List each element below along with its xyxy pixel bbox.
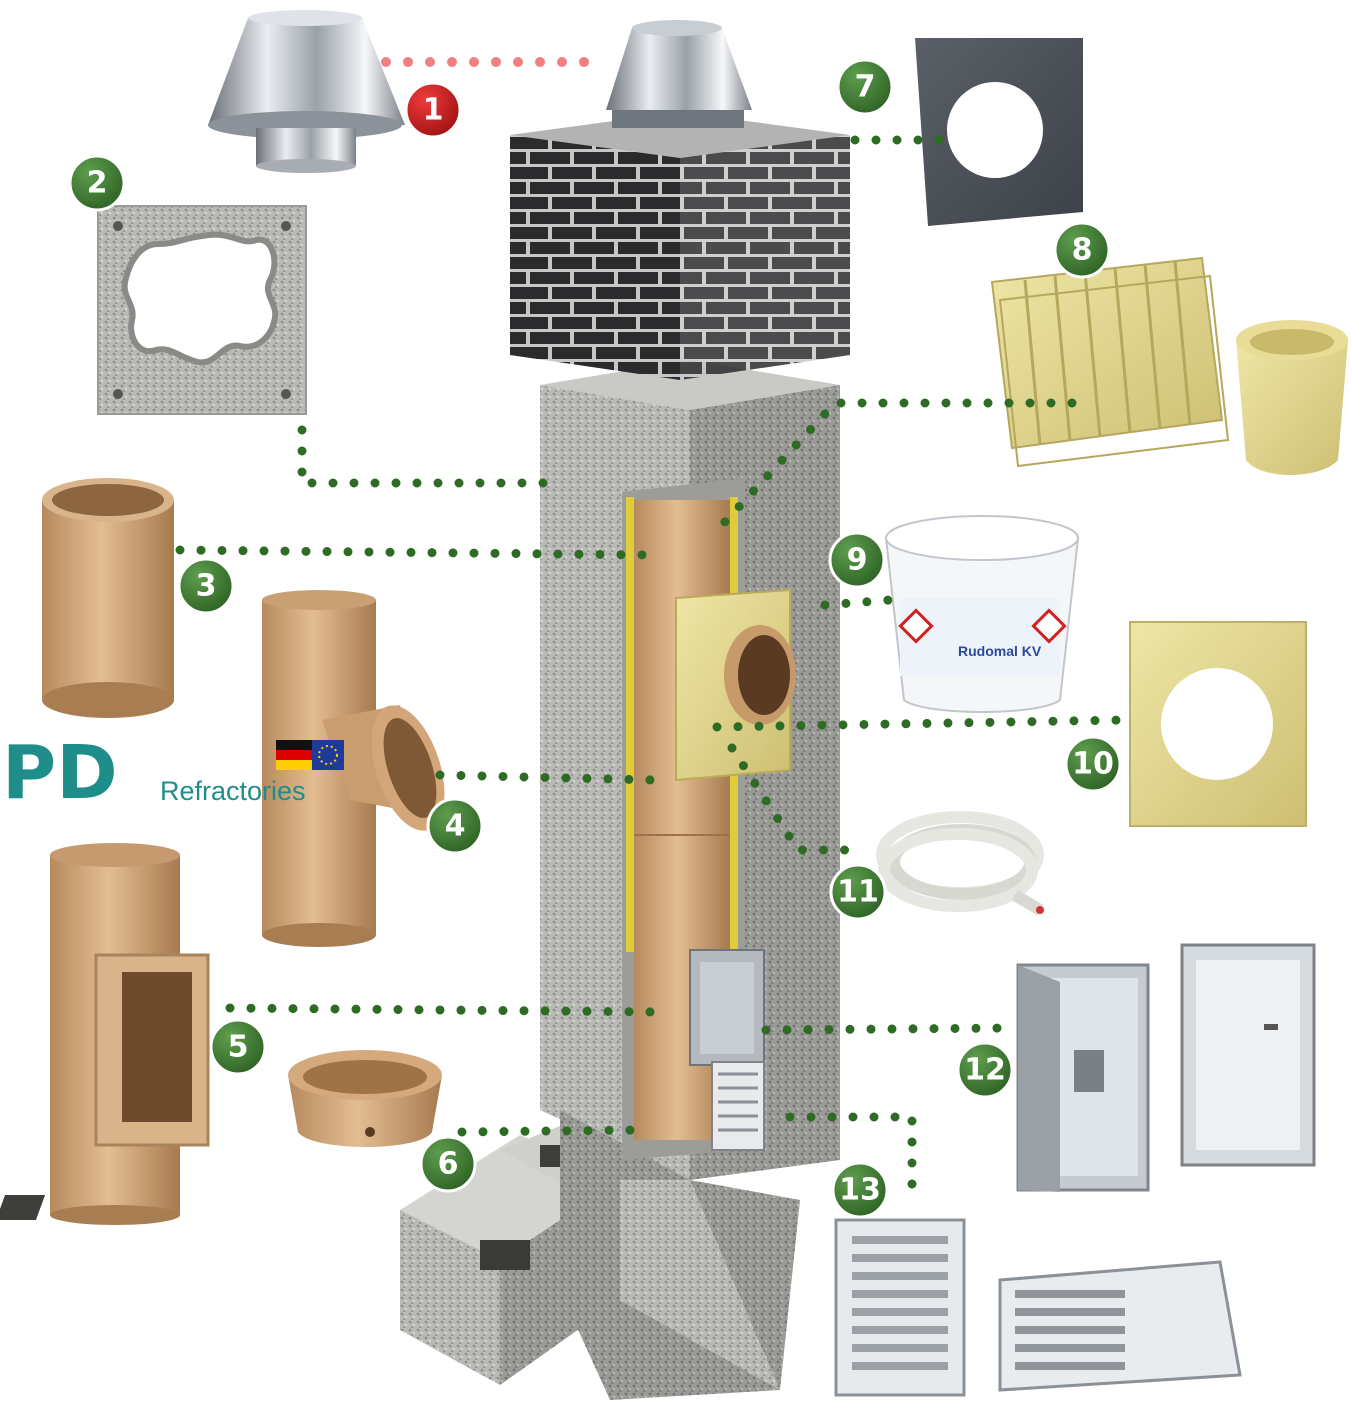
callout-5-number: 5 xyxy=(228,1030,249,1065)
callout-12-number: 12 xyxy=(964,1053,1006,1088)
callout-6: 6 xyxy=(419,1135,477,1193)
callout-11-number: 11 xyxy=(837,875,879,910)
pd-refractories-logo: PD Refractories xyxy=(2,730,344,816)
leader-lines xyxy=(175,57,1130,1200)
callout-1-circle xyxy=(404,81,462,139)
bucket-label: Rudomal KV xyxy=(958,643,1042,659)
callout-7-number: 7 xyxy=(855,70,876,105)
callout-11: 11 xyxy=(829,863,887,921)
callout-6-number: 6 xyxy=(438,1147,459,1182)
callout-7: 7 xyxy=(836,58,894,116)
callout-13-number: 13 xyxy=(839,1173,881,1208)
callout-12: 12 xyxy=(956,1041,1014,1099)
callout-2-number: 2 xyxy=(87,166,108,201)
insulation-plate-icon xyxy=(1129,621,1307,827)
cover-plate-icon xyxy=(915,38,1083,226)
inspection-pipe-icon xyxy=(50,843,210,1225)
chimney-block-icon xyxy=(97,205,307,415)
callout-5: 5 xyxy=(209,1018,267,1076)
callout-3-number: 3 xyxy=(196,569,217,604)
callout-10-number: 10 xyxy=(1072,747,1114,782)
callout-13: 13 xyxy=(831,1161,889,1219)
condensate-tray-icon xyxy=(288,1050,442,1147)
callout-3: 3 xyxy=(177,557,235,615)
callout-9-number: 9 xyxy=(847,543,868,578)
callout-10: 10 xyxy=(1064,735,1122,793)
callout-4: 4 xyxy=(426,797,484,855)
tee-pipe-icon xyxy=(262,590,445,947)
callout-8-number: 8 xyxy=(1072,233,1093,268)
callout-1: 1 xyxy=(404,81,462,139)
sealant-bucket-icon: Rudomal KV xyxy=(884,515,1080,713)
chimney-cap-icon xyxy=(208,10,405,173)
callout-4-number: 4 xyxy=(445,809,466,844)
sealing-rope-icon xyxy=(876,811,1044,916)
cleanout-door-icon xyxy=(1016,943,1316,1192)
mineral-wool-icon xyxy=(990,256,1348,475)
ceramic-pipe-icon xyxy=(42,478,174,718)
logo-letters: PD xyxy=(2,730,118,816)
vent-grille-icon xyxy=(834,1218,1242,1397)
callout-8: 8 xyxy=(1053,221,1111,279)
callout-2: 2 xyxy=(68,154,126,212)
chimney-assembly xyxy=(0,20,850,1400)
callout-1-number: 1 xyxy=(423,93,444,128)
callout-9: 9 xyxy=(828,531,886,589)
flags-icon xyxy=(276,740,344,770)
logo-word: Refractories xyxy=(160,776,306,806)
